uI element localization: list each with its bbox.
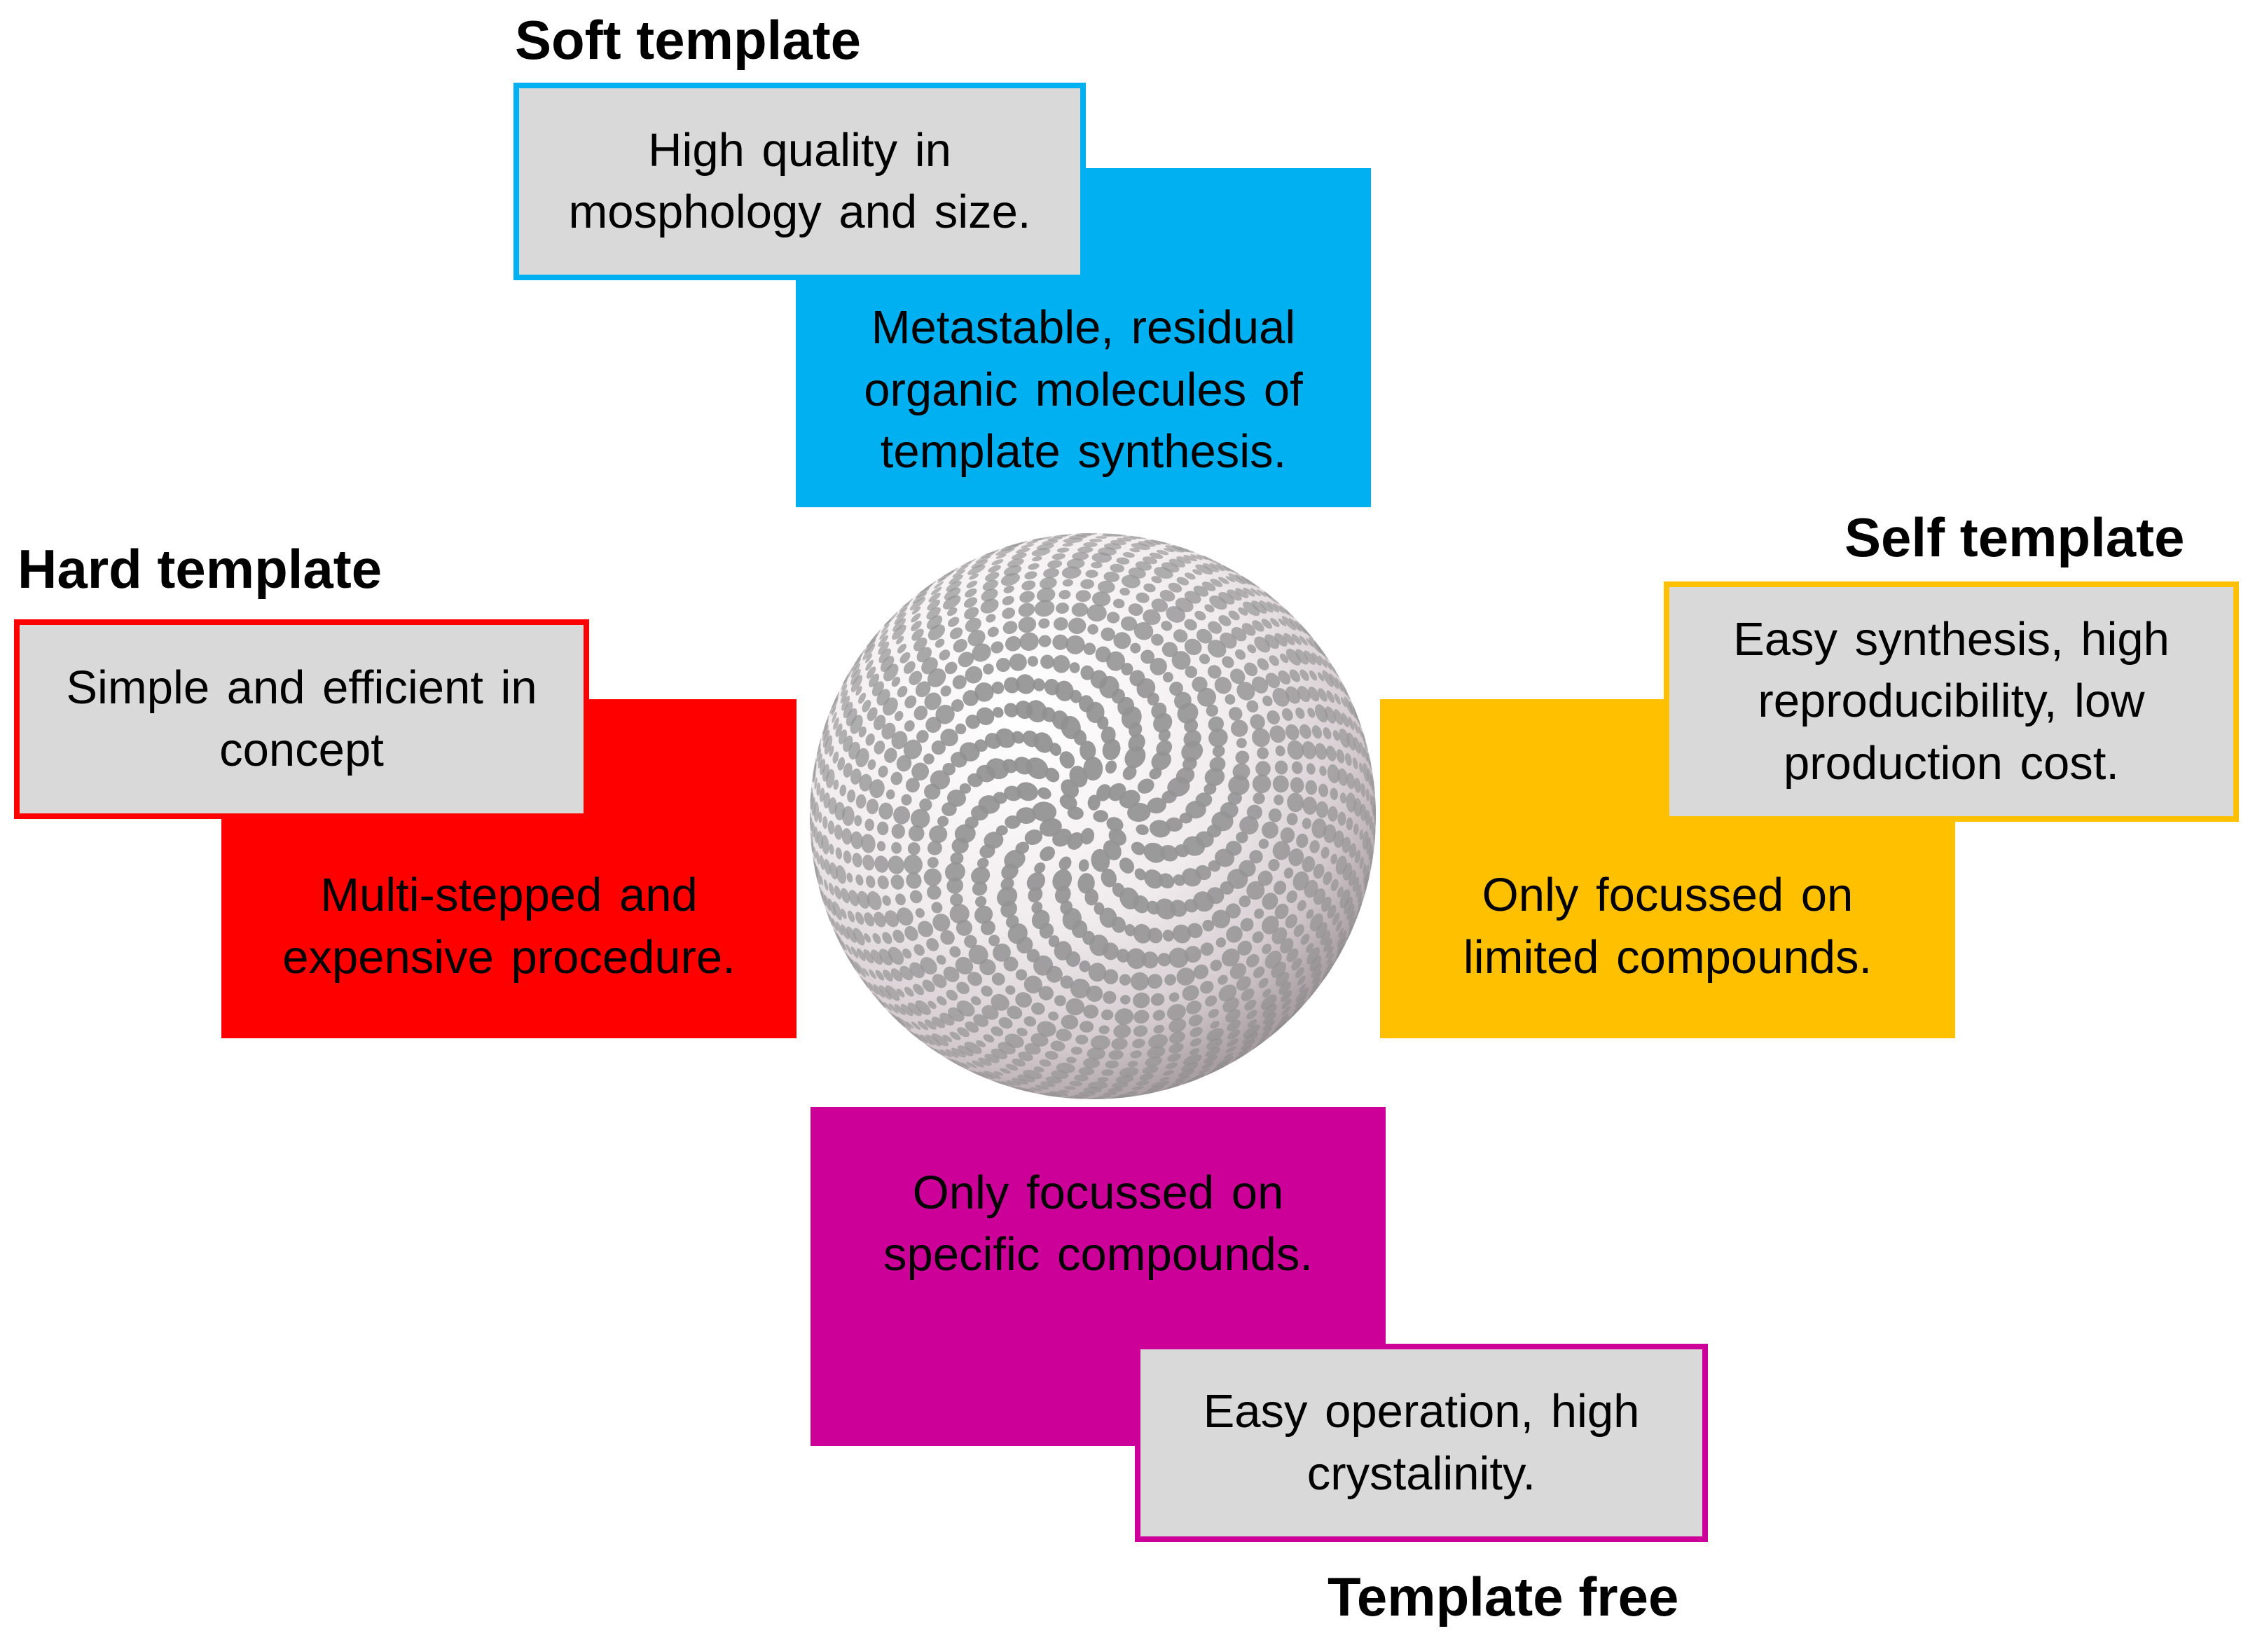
hard-template-title: Hard template <box>18 538 382 600</box>
hard-advantage-line: concept <box>219 723 384 776</box>
self-advantage-line: reproducibility, low <box>1758 675 2145 728</box>
free-advantage-line: Easy operation, high <box>1203 1385 1640 1438</box>
self-template-title: Self template <box>1844 507 2185 568</box>
hard-disadvantage-line: expensive procedure. <box>282 930 736 984</box>
self-template-advantage-box: Easy synthesis, high reproducibility, lo… <box>1664 581 2239 822</box>
soft-disadvantage-line: template synthesis. <box>880 425 1287 479</box>
self-advantage-line: Easy synthesis, high <box>1733 612 2170 666</box>
template-free-advantage-box: Easy operation, high crystalinity. <box>1135 1344 1708 1542</box>
soft-template-title: Soft template <box>515 9 862 71</box>
hard-template-advantage-box: Simple and efficient in concept <box>14 619 589 819</box>
soft-advantage-line: mosphology and size. <box>568 186 1031 238</box>
free-disadvantage-line: specific compounds. <box>883 1228 1313 1281</box>
porous-sphere-image <box>810 533 1376 1099</box>
soft-template-advantage-box: High quality in mosphology and size. <box>513 83 1086 280</box>
hard-disadvantage-line: Multi-stepped and <box>320 869 698 922</box>
free-disadvantage-line: Only focussed on <box>912 1166 1284 1219</box>
template-free-title: Template free <box>1328 1566 1679 1627</box>
hard-advantage-line: Simple and efficient in <box>66 661 537 715</box>
self-disadvantage-line: limited compounds. <box>1463 930 1873 984</box>
soft-advantage-line: High quality in <box>648 123 951 177</box>
soft-disadvantage-line: Metastable, residual <box>871 301 1296 355</box>
self-disadvantage-line: Only focussed on <box>1482 869 1854 922</box>
self-advantage-line: production cost. <box>1783 736 2119 790</box>
soft-disadvantage-line: organic molecules of <box>864 363 1303 416</box>
free-advantage-line: crystalinity. <box>1306 1447 1536 1500</box>
